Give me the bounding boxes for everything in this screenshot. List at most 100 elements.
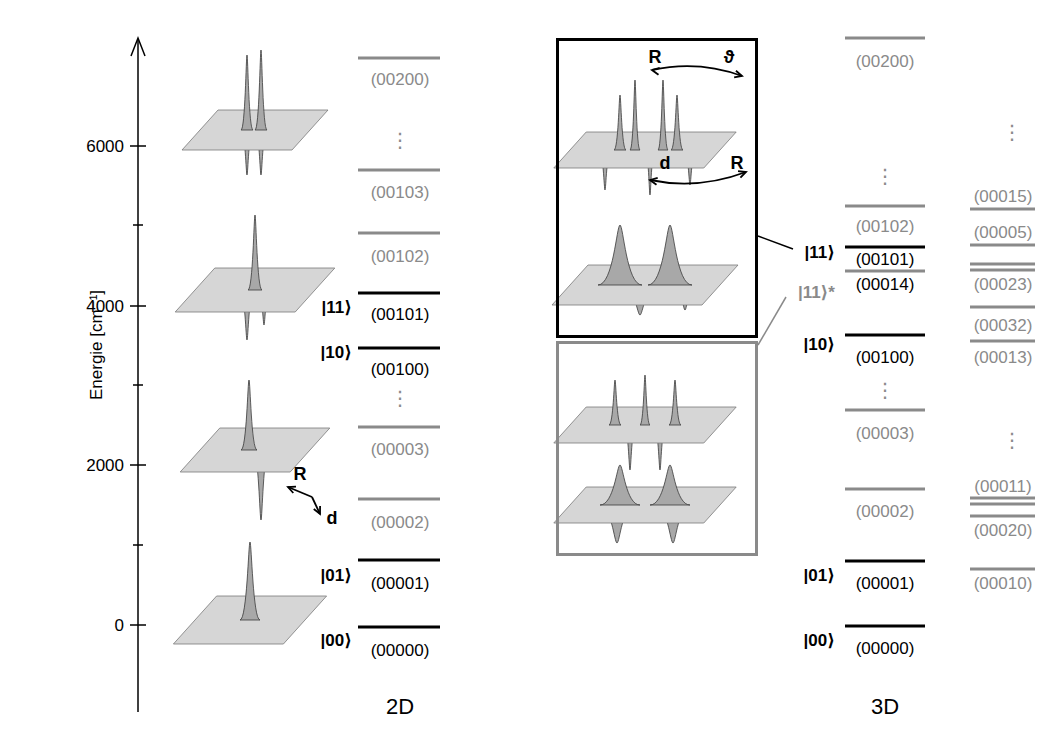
- energy-level: [358, 57, 440, 60]
- energy-level: [970, 503, 1035, 506]
- energy-level: [845, 246, 925, 249]
- state-label: |11⟩*: [798, 284, 835, 301]
- level-label: (00023): [974, 276, 1033, 293]
- wavefunction-peak: [241, 380, 257, 450]
- energy-level: [845, 625, 925, 628]
- coordinate-arrow: [312, 497, 320, 514]
- level-label: (00013): [974, 349, 1033, 366]
- level-label: (00002): [856, 503, 915, 520]
- energy-level: [358, 559, 440, 562]
- level-label: (00003): [856, 425, 915, 442]
- arrowhead: [734, 71, 742, 78]
- wavefunction-surface: [182, 50, 328, 175]
- coordinate-arrow: [650, 172, 746, 184]
- major-tick: [130, 464, 146, 466]
- level-label: ⋮: [390, 388, 410, 408]
- level-label: ⋮: [1002, 430, 1022, 450]
- energy-level: [970, 340, 1035, 343]
- wavefunction-surface: [173, 542, 326, 644]
- energy-level: [845, 488, 925, 491]
- level-label: (00103): [371, 184, 430, 201]
- arrowhead: [738, 171, 746, 178]
- wavefunction-peak: [600, 465, 640, 505]
- leader-line: [758, 297, 786, 345]
- tick-label: 6000: [86, 138, 124, 155]
- state-label: |00⟩: [321, 632, 352, 649]
- level-label: (00032): [974, 317, 1033, 334]
- surface-plane: [554, 132, 736, 168]
- level-label: ⋮: [390, 130, 410, 150]
- leader-line: [758, 236, 793, 249]
- arrowhead: [314, 506, 320, 514]
- energy-level: [970, 497, 1035, 500]
- wavefunction-peak: [598, 225, 642, 285]
- energy-level: [845, 334, 925, 337]
- coordinate-label: d: [327, 509, 338, 527]
- state-label: |01⟩: [804, 567, 835, 584]
- coordinate-arrow: [652, 66, 742, 76]
- surface-plane: [554, 487, 736, 523]
- wavefunction-surface: [554, 465, 736, 543]
- panel-label: 3D: [871, 696, 899, 718]
- wavefunction-peak: [658, 80, 668, 150]
- energy-level: [970, 263, 1035, 266]
- level-label: (00101): [856, 251, 915, 268]
- wavefunction-surface: [175, 215, 335, 340]
- wavefunction-peak: [648, 225, 692, 285]
- major-tick: [130, 305, 146, 307]
- wavefunction-surface: [554, 80, 736, 195]
- energy-level: [358, 626, 440, 629]
- minor-tick: [133, 224, 143, 226]
- level-label: (00101): [371, 306, 430, 323]
- state-label: |01⟩: [321, 567, 352, 584]
- level-label: (00014): [856, 276, 915, 293]
- arrowhead: [652, 68, 660, 75]
- level-label: (00100): [371, 361, 430, 378]
- major-tick: [130, 145, 146, 147]
- state-label: |10⟩: [321, 344, 352, 361]
- level-label: (00005): [974, 224, 1033, 241]
- level-label: ⋮: [1002, 122, 1022, 142]
- energy-level: [970, 244, 1035, 247]
- surface-plane: [552, 265, 738, 305]
- tick-label: 0: [115, 617, 124, 634]
- energy-level: [358, 292, 440, 295]
- energy-level: [358, 426, 440, 429]
- state-label: |11⟩: [322, 299, 353, 316]
- level-label: (00011): [974, 478, 1031, 495]
- tick-label: 2000: [86, 457, 124, 474]
- level-label: (00001): [856, 575, 915, 592]
- minor-tick: [133, 544, 143, 546]
- wavefunction-peak: [248, 215, 262, 290]
- level-label: (00015): [974, 188, 1033, 205]
- level-label: (00010): [974, 575, 1033, 592]
- wavefunction-peak: [630, 80, 640, 150]
- energy-level: [358, 169, 440, 172]
- inset-frame: RϑdR: [556, 38, 758, 338]
- wavefunction-peak: [240, 542, 260, 620]
- coordinate-arrow: [288, 487, 312, 497]
- state-label: |11⟩: [805, 244, 836, 261]
- energy-level: [970, 515, 1035, 518]
- wavefunction-peak: [241, 55, 253, 130]
- wavefunction-peak: [614, 95, 626, 150]
- energy-level: [358, 498, 440, 501]
- coordinate-label: d: [660, 154, 671, 172]
- energy-level: [970, 568, 1035, 571]
- coordinate-label: ϑ: [724, 48, 734, 66]
- energy-level: [845, 205, 925, 208]
- arrowhead: [650, 178, 658, 185]
- energy-axis: [137, 40, 139, 712]
- state-label: |10⟩: [804, 336, 835, 353]
- state-label: |00⟩: [804, 632, 835, 649]
- wavefunction-peak: [255, 50, 267, 130]
- major-tick: [130, 624, 146, 626]
- energy-level: [358, 347, 440, 350]
- wavefunction-peak: [669, 380, 681, 425]
- level-label: (00020): [974, 522, 1033, 539]
- coordinate-label: R: [649, 48, 662, 66]
- wavefunction-peak: [609, 380, 621, 425]
- energy-level: [845, 37, 925, 40]
